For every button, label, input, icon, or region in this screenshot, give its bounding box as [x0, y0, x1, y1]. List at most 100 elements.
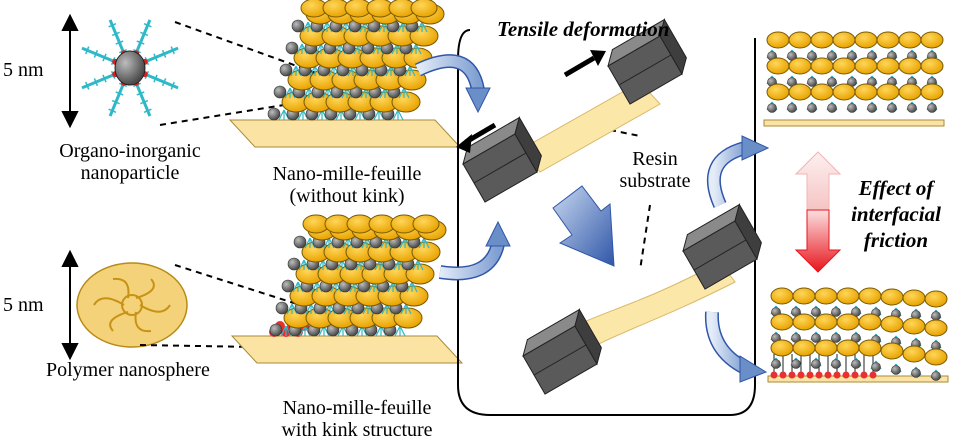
ligand-branch [161, 78, 167, 87]
polymer-strand [135, 278, 155, 300]
grip-block [522, 308, 602, 395]
gold-nanosheet [902, 289, 926, 307]
ligand-fringe [297, 281, 304, 293]
nano-mille-feuille-with-kink [230, 214, 464, 364]
ligand-fringe [290, 65, 297, 77]
ligand-fringe [423, 237, 430, 249]
gold-nanosheet [858, 339, 882, 357]
polymer-nanosphere-label: Polymer nanosphere [46, 359, 210, 381]
ligand-fringe [311, 281, 318, 293]
ligand-branch [85, 81, 90, 90]
inorganic-particle [811, 359, 821, 369]
grip-block [462, 116, 542, 203]
ligand-fringe [301, 43, 308, 55]
gold-nanosheet [814, 339, 838, 357]
ligand-fringe [416, 21, 423, 33]
anchor-bead [770, 371, 778, 379]
gold-nanosheet [880, 315, 904, 333]
gold-nanosheet [792, 313, 816, 331]
inorganic-particle [907, 103, 917, 113]
ligand-fringe [302, 21, 309, 33]
gold-nanosheet [924, 290, 948, 308]
inorganic-particle [279, 63, 293, 77]
inorganic-particle [827, 77, 837, 87]
anchor-bead [842, 371, 850, 379]
ligand-fringe [412, 259, 419, 271]
nmf-bottom-line2: with kink structure [281, 419, 433, 441]
gold-nanosheet [924, 319, 948, 337]
inorganic-particle [927, 103, 937, 113]
grip-block [682, 203, 762, 290]
gold-nanosheet [832, 57, 856, 75]
gold-nanosheet [412, 214, 440, 234]
gold-nanosheet [898, 57, 922, 75]
ligand-branch [143, 108, 152, 113]
inorganic-particle [269, 323, 283, 337]
anchor-bead [833, 371, 841, 379]
gold-nanosheet [854, 83, 878, 101]
organo-inorganic-nanoparticle [81, 19, 179, 117]
specimen-top [462, 18, 687, 203]
polymer-strand [109, 310, 129, 332]
ligand-branch [85, 46, 90, 55]
ligand-fringe [323, 237, 330, 249]
tensile-test-panel [457, 29, 756, 416]
curved-arrow-head [485, 220, 511, 247]
gold-nanosheet [880, 288, 904, 306]
resin-line2: substrate [619, 170, 691, 192]
anchor-bead [815, 371, 823, 379]
ligand-fringe [417, 259, 424, 271]
nmf-top-line1: Nano-mille-feuille [272, 163, 422, 185]
ligand-fringe [304, 237, 311, 249]
ligand-fringe [314, 65, 321, 77]
inorganic-particle [771, 359, 781, 369]
ligand-fringe [399, 237, 406, 249]
gold-nanosheet [770, 287, 794, 305]
ligand-branch [136, 91, 145, 96]
grip-seam [533, 344, 587, 376]
gold-nanosheet [836, 339, 860, 357]
anchor-bead [788, 371, 796, 379]
anchor-bead [860, 371, 868, 379]
ligand-fringe [310, 303, 317, 315]
ligand-fringe [284, 87, 291, 99]
ligand-fringe [418, 237, 425, 249]
curved-arrow-body [439, 242, 504, 279]
gold-nanosheet [854, 31, 878, 49]
gold-nanosheet [902, 317, 926, 335]
ligand-fringe [299, 325, 306, 337]
grip-side [659, 18, 687, 76]
gold-nanosheet [832, 83, 856, 101]
inorganic-particle [827, 51, 837, 61]
gold-nanosheet [920, 57, 944, 75]
gold-nanosheet [814, 287, 838, 305]
ligand-fringe [305, 303, 312, 315]
ligand-fringe [393, 259, 400, 271]
ligand-fringe [397, 109, 404, 121]
ligand-branch [170, 81, 175, 90]
ligand-fringe [283, 109, 290, 121]
grip-side [734, 203, 762, 261]
ligand-fringe [410, 43, 417, 55]
ligand-fringe [379, 87, 386, 99]
ligand-branch [102, 74, 107, 83]
effect-of-friction-label: Effect of interfacial friction [833, 175, 959, 253]
ligand-fringe [289, 87, 296, 99]
polymer-strand [93, 297, 125, 306]
scale-label-bottom: 5 nm [3, 294, 44, 316]
ligand-fringe [297, 109, 304, 121]
grip-side [574, 308, 602, 366]
grip-side [514, 116, 542, 174]
ligand-fringe [404, 65, 411, 77]
gold-nanosheet [876, 31, 900, 49]
anchor-bead [851, 371, 859, 379]
nmf-top-line2: (without kink) [289, 185, 405, 207]
inorganic-particle [273, 85, 287, 99]
ligand-fringe [278, 109, 285, 121]
substrate-plate [228, 119, 462, 148]
nano-mille-feuille-without-kink [228, 0, 462, 148]
inorganic-particle [811, 307, 821, 317]
inorganic-particle [287, 257, 301, 271]
gold-nanosheet [898, 31, 922, 49]
gold-nanosheet [792, 287, 816, 305]
